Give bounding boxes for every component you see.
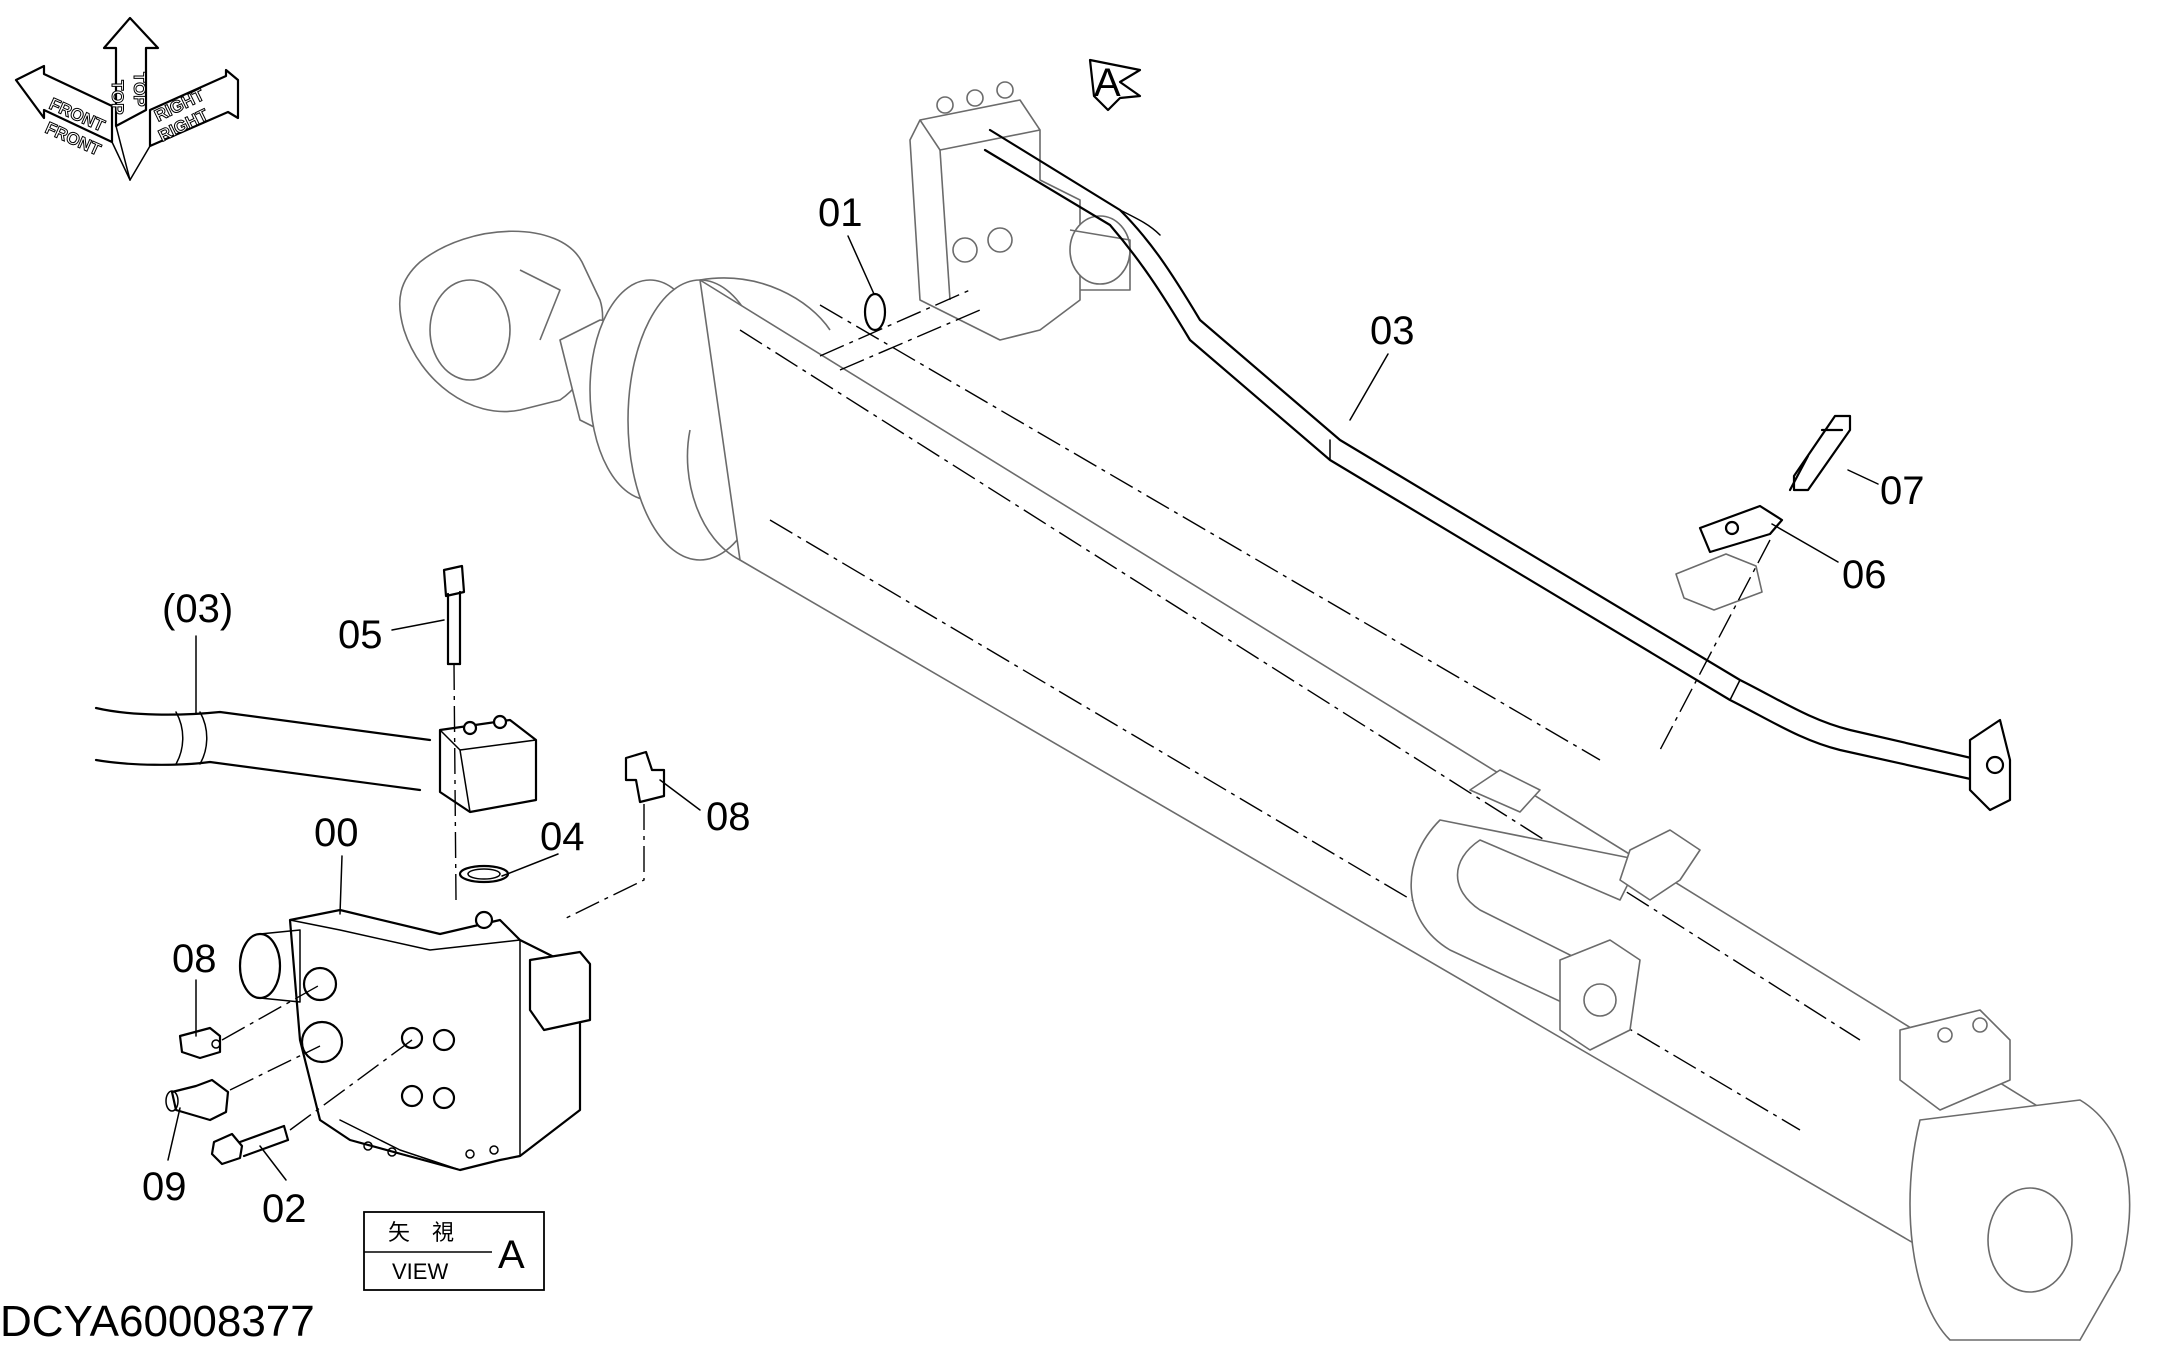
detail-flange-block [438,714,538,814]
valve-00 [238,908,592,1172]
elbow-fitting-08-lower [178,1026,222,1060]
hydraulic-cylinder [398,230,2131,1341]
callout-06: 06 [1842,553,1887,597]
view-a-box [363,1211,545,1291]
callout-07: 07 [1880,469,1925,513]
view-box-jp-label: 矢 視 [388,1221,454,1246]
drawing-code: DCYA60008377 [0,1297,315,1345]
callout-08-upper: 08 [706,795,751,839]
clamp-06 [1675,504,1784,611]
callout-03-reference: (03) [162,587,233,631]
leader-lines [167,235,1879,1181]
bolt-07 [1788,414,1852,492]
view-marker-letter: A [1094,61,1121,105]
callout-03: 03 [1370,309,1415,353]
orientation-arrows-icon [14,16,240,181]
elbow-fitting-08-upper [624,750,666,804]
callout-09: 09 [142,1165,187,1209]
top-label-left: TOP [108,80,127,115]
callout-04: 04 [540,815,585,859]
callout-01: 01 [818,191,863,235]
view-box-en-label: VIEW [392,1259,448,1284]
view-box-letter: A [498,1233,525,1277]
callout-05: 05 [338,613,383,657]
bolt-05 [442,564,466,666]
view-a-arrow-icon [1088,58,1142,112]
o-ring-01 [863,292,887,332]
top-label-right: TOP [130,72,149,107]
callout-02: 02 [262,1187,307,1231]
callout-08-lower: 08 [172,937,217,981]
pipe-03 [983,128,2012,812]
detail-pipe-03 [94,706,432,792]
bolt-02 [210,1124,290,1166]
callout-00: 00 [314,811,359,855]
fitting-09 [165,1078,230,1122]
